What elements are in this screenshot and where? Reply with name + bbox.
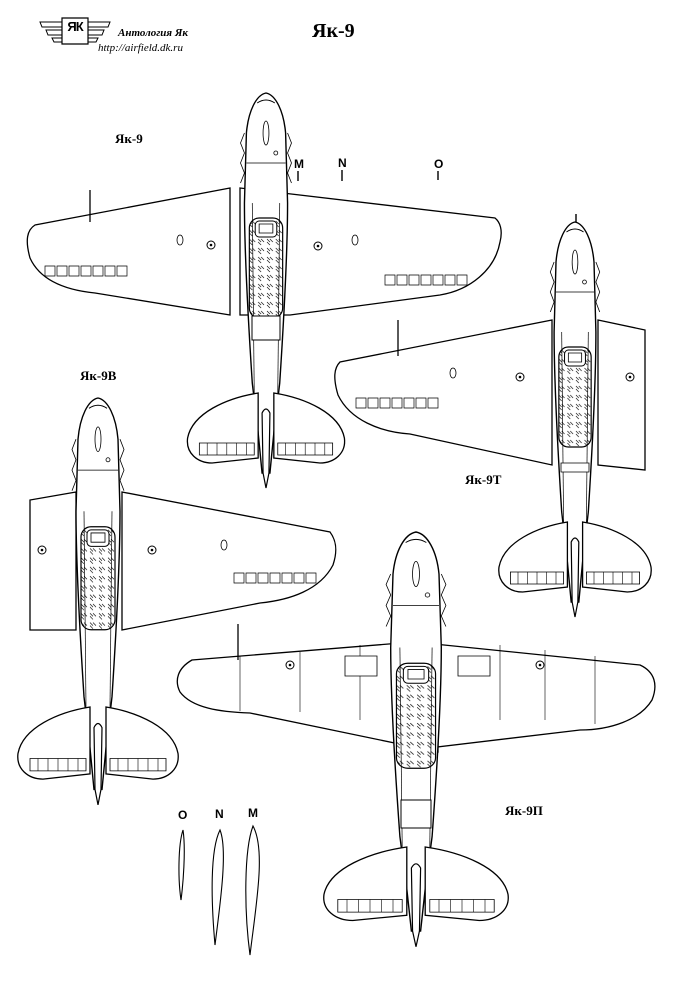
profile-label-n: N [215,807,224,821]
aircraft-yak9-plan [27,92,501,489]
section-mark-o: O [434,157,444,171]
page-title: Як-9 [312,20,355,42]
airfoil-profiles [179,826,259,955]
aircraft-yak9v-plan [17,397,336,806]
section-mark-m: M [294,157,304,171]
label-yak9t: Як-9Т [465,472,502,487]
section-marks [298,170,438,181]
label-yak9v: Як-9В [80,368,117,383]
aircraft-yak9t-plan [335,214,652,618]
logo-emblem [40,18,110,44]
logo-text: ЯК [67,19,83,34]
aircraft-yak9p-plan [177,531,655,948]
section-mark-n: N [338,156,347,170]
label-yak9p: Як-9П [505,803,543,818]
site-name: Антология Як [118,27,188,39]
site-url: http://airfield.dk.ru [98,42,183,54]
profile-label-m: M [248,806,258,820]
label-yak9: Як-9 [115,131,143,146]
profile-label-o: O [178,808,188,822]
